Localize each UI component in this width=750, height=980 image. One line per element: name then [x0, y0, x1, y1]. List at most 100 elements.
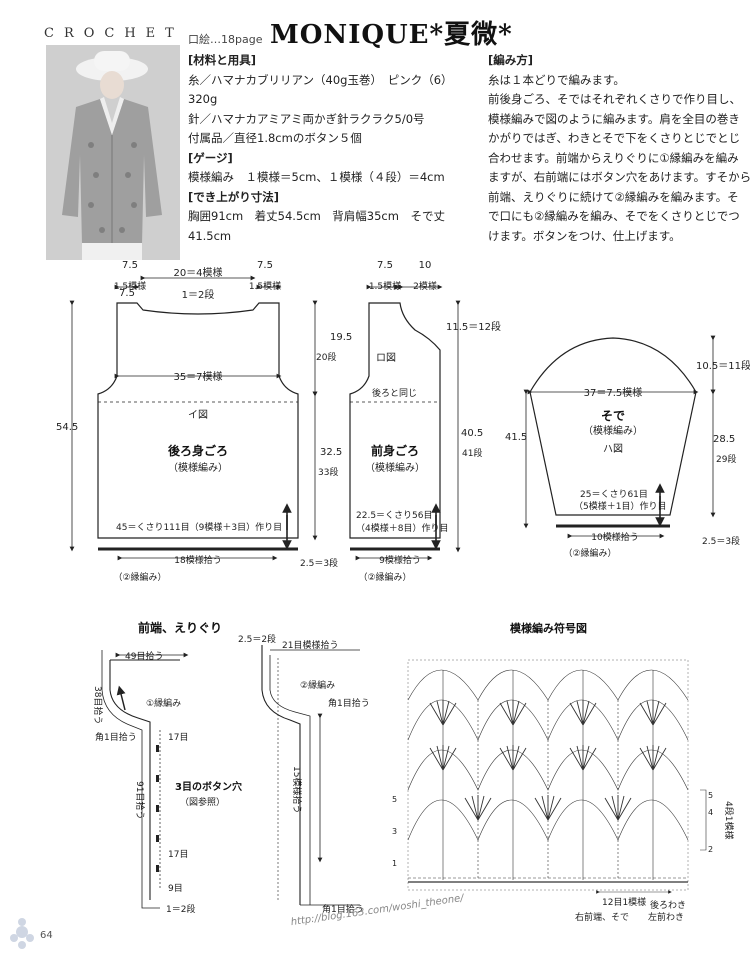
left-buttonhole: 3目のボタン穴 [175, 780, 242, 793]
front-chain-a: 22.5＝くさり56目 [356, 510, 433, 521]
front-pickup: 9模様拾う [379, 554, 421, 566]
yarn-amount: 320g [188, 92, 218, 106]
left-top-pickup: 49目拾う [125, 650, 163, 662]
back-top-center: 20＝4模様 [173, 266, 222, 279]
sleeve-body-rows: 29段 [716, 453, 736, 465]
chart-title: 模様編み符号図 [510, 621, 587, 635]
right-corner-top: 角1目拾う [328, 697, 370, 709]
right-side-pickup: 15模様拾う [291, 766, 303, 813]
pattern-title: MONIQUE*夏微* [270, 20, 513, 50]
instruction-line: で口にも②縁編みを編み、そでをくさりとじでつ [488, 209, 740, 223]
left-rows-c: 9目 [168, 883, 183, 894]
instruction-line: 模様編みで図のように編みます。肩を全目の巻き [488, 111, 740, 126]
back-body-rows: 33段 [318, 466, 338, 478]
instruction-line: 糸は１本どりで編みます。 [488, 72, 625, 87]
sleeve-pattern: （模様編み） [583, 424, 643, 437]
front-top-right-pattern: 2模様 [413, 280, 437, 292]
back-armhole: 19.5 [330, 332, 352, 343]
chart-right-row-2: 2 [708, 845, 713, 854]
instruction-line: 前後身ごろ、そではそれぞれくさりで作り目し、 [488, 92, 741, 106]
chart-right-row-5: 5 [708, 791, 713, 800]
front-top-left: 7.5 [377, 260, 393, 271]
instruction-line: 合わせます。前端からえりぐりに①縁編みを編み [488, 150, 739, 165]
sleeve-hem: 2.5＝3段 [702, 535, 740, 547]
size-line-1: 胸囲91cm 着丈54.5cm 背肩幅35cm そで丈 [188, 209, 445, 223]
front-figure-label: ロ図 [376, 352, 396, 364]
neckline-title: 前端、えりぐり [138, 620, 222, 635]
instruction-line: けます。ボタンをつけ、仕上げます。 [488, 228, 681, 243]
back-top-left-value: 7.5 [122, 260, 138, 271]
sleeve-outline [529, 337, 697, 516]
front-top-right: 10 [419, 260, 432, 271]
materials-heading: [材料と用具] [188, 53, 257, 67]
accessories-text: 付属品／直径1.8cmのボタン５個 [188, 131, 362, 145]
back-neck: 1＝2段 [182, 288, 215, 301]
back-chain: 45＝くさり111目（9模様＋3目）作り目 [116, 521, 282, 533]
instruction-line: ますが、右前端にはボタン穴をあけます。すそから [488, 170, 750, 184]
snowflake-icon [10, 918, 34, 949]
right-border-2: ②縁編み [300, 679, 335, 691]
cardigan-photo-icon [46, 45, 180, 260]
front-pattern: （模様編み） [365, 461, 425, 474]
chart-row-1: 1 [392, 859, 397, 868]
needle-text: 針／ハマナカアミアミ両かぎ針ラクラク5/0号 [188, 111, 425, 126]
right-top-b: 21目模様拾う [282, 639, 338, 651]
chart-repeat: 4段1模様 [723, 801, 735, 839]
instructions-section: [編み方] 糸は１本どりで編みます。 前後身ごろ、そではそれぞれくさりで作り目し… [488, 51, 750, 246]
left-curve-pickup: 38目拾う [92, 686, 104, 724]
size-line-2: 41.5cm [188, 228, 232, 243]
front-length-rows: 41段 [462, 447, 482, 459]
back-top-right: 7.5 [257, 260, 273, 271]
gauge-heading: [ゲージ] [188, 150, 233, 165]
sleeve-figure-label: ハ図 [603, 443, 623, 455]
left-buttonhole-ref: （図参照） [180, 796, 225, 808]
back-top-right-pattern: 1.5模様 [249, 280, 281, 292]
gauge-text: 模様編み １模様＝5cm、１模様（４段）＝4cm [188, 170, 445, 184]
materials-section: [材料と用具] 糸／ハマナカブリリアン（40g玉巻） ピンク（6） 320g 針… [188, 51, 478, 246]
back-width: 35＝7模様 [173, 370, 222, 383]
series-label: CROCHET [44, 26, 184, 41]
left-rows-a: 17目 [168, 732, 188, 743]
yarn-text: 糸／ハマナカブリリアン（40g玉巻） ピンク（6） [188, 72, 453, 87]
chart-bottom-repeat: 12目1模様 [602, 896, 646, 908]
chart-row-3: 3 [392, 827, 397, 836]
sleeve-diagram [523, 335, 716, 539]
chart-right-side: 後ろわき [650, 899, 686, 911]
front-length: 40.5 [461, 428, 483, 439]
back-body-diagram [69, 275, 318, 561]
model-photo [46, 45, 180, 260]
instruction-line: 前端、えりぐりに続けて②縁編みを編みます。そ [488, 189, 739, 204]
front-title: 前身ごろ [371, 443, 419, 458]
sleeve-chain-b: （5模様＋1目）作り目 [574, 500, 666, 512]
back-hem: 2.5＝3段 [300, 557, 338, 569]
left-side-pickup: 91目拾う [134, 781, 146, 819]
sleeve-width: 37＝7.5模様 [584, 386, 643, 399]
left-rows-b: 17目 [168, 849, 188, 860]
back-top-left: 7.5 [119, 288, 135, 299]
sleeve-length: 41.5 [505, 432, 527, 443]
front-border: （②縁編み） [358, 571, 411, 583]
back-top-left-pattern: 1.5模様 [114, 280, 146, 292]
back-pattern: （模様編み） [168, 461, 228, 474]
back-armhole-rows: 20段 [316, 351, 336, 363]
left-corner-pickup: 角1目拾う [95, 731, 137, 743]
front-body-diagram [349, 284, 461, 561]
sleeve-pickup: 10模様拾う [591, 531, 638, 543]
sleeve-title: そで [601, 409, 625, 423]
chart-right-row-4: 4 [708, 808, 713, 817]
right-corner-bottom: 角1目拾う [322, 903, 364, 915]
left-border-1: ①縁編み [146, 697, 181, 709]
front-top-left-pattern: 1.5模様 [369, 280, 401, 292]
page-number: 64 [40, 930, 53, 941]
back-title: 後ろ身ごろ [168, 443, 228, 458]
chart-row-5: 5 [392, 795, 397, 804]
back-border: （②縁編み） [113, 571, 166, 583]
right-edge-diagram [261, 645, 360, 906]
left-edge-diagram [101, 650, 189, 909]
front-same-note: 後ろと同じ [372, 387, 417, 399]
back-figure-label: イ図 [188, 409, 208, 421]
sleeve-chain-a: 25＝くさり61目 [580, 489, 648, 500]
sleeve-body-length: 28.5 [713, 434, 735, 445]
stitch-chart [407, 659, 707, 894]
